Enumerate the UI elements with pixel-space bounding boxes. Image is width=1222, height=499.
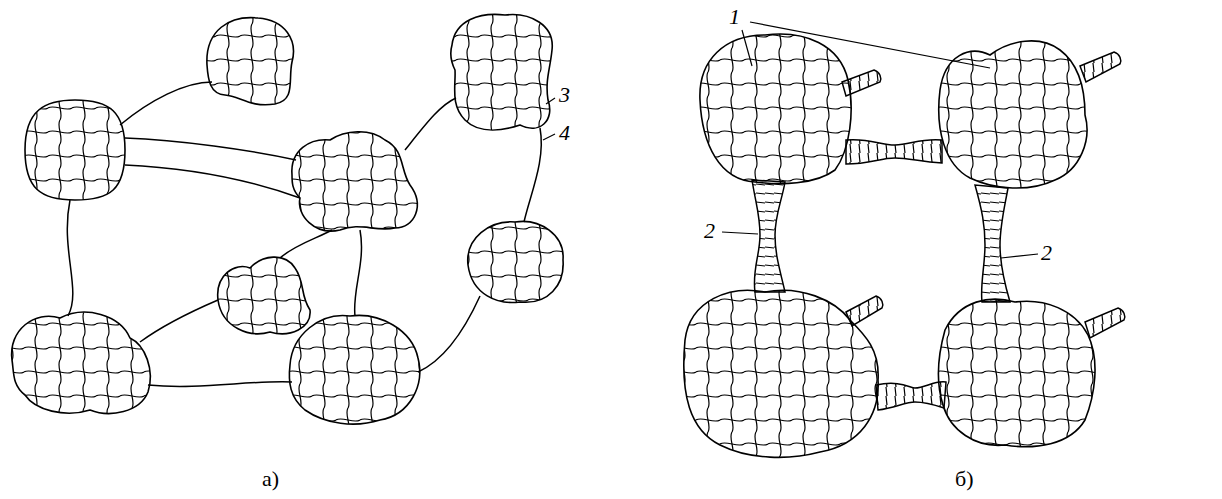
globules [684,34,1095,457]
callout-number: 1 [729,6,740,28]
globules [12,14,564,424]
callout-number: 3 [559,84,570,106]
leader-lines [543,22,1038,258]
panel-label: а) [262,468,279,490]
panel-label: б) [955,468,974,490]
callout-number: 2 [1041,242,1052,264]
callout-number: 4 [559,122,570,144]
callout-number: 2 [704,220,715,242]
